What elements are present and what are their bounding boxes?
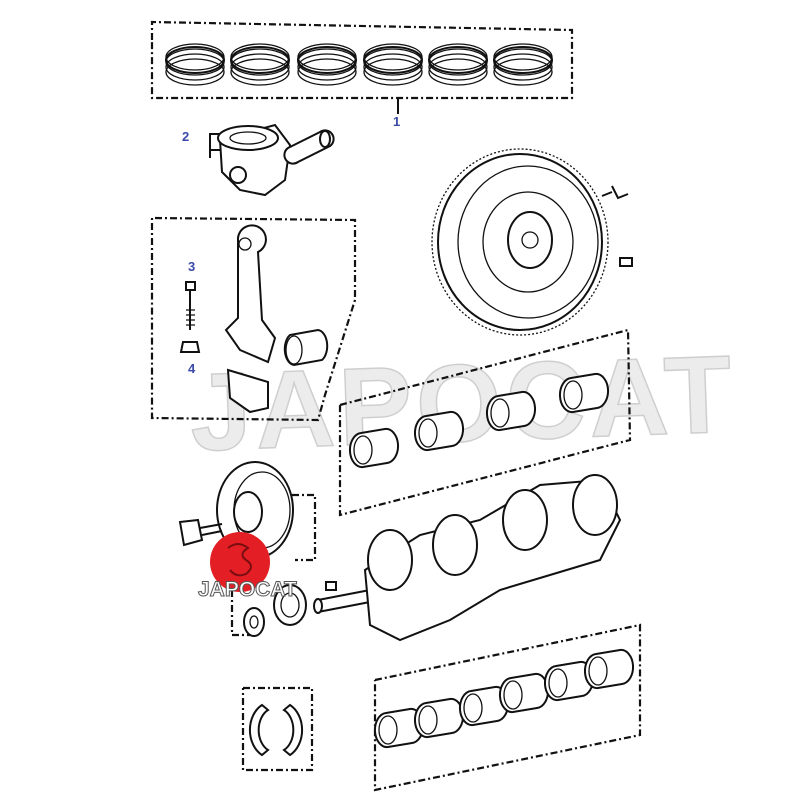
piston-ring bbox=[493, 43, 553, 86]
bearing-shell bbox=[459, 685, 509, 727]
main-bearings-lower[interactable] bbox=[373, 623, 642, 792]
bearing-shell bbox=[584, 648, 634, 690]
bearing-shell bbox=[559, 372, 609, 414]
piston-ring bbox=[230, 43, 290, 86]
callout-3[interactable]: 3 bbox=[188, 259, 196, 274]
callout-4[interactable]: 4 bbox=[188, 361, 196, 376]
thrust-washers[interactable] bbox=[241, 686, 314, 772]
piston[interactable] bbox=[209, 123, 335, 197]
bearing-shell bbox=[414, 697, 464, 739]
piston-rings-group[interactable] bbox=[150, 20, 574, 114]
bearing-shell bbox=[499, 672, 549, 714]
bearing-shell bbox=[349, 427, 399, 469]
bearing-shell bbox=[486, 390, 536, 432]
piston-ring bbox=[428, 43, 488, 86]
japocat-logo bbox=[210, 532, 270, 592]
piston-ring bbox=[297, 43, 357, 86]
callout-2[interactable]: 2 bbox=[182, 129, 190, 144]
pulley-bolt[interactable] bbox=[178, 518, 223, 547]
connecting-rod-group[interactable] bbox=[150, 216, 357, 422]
flywheel[interactable] bbox=[431, 148, 633, 336]
callout-1[interactable]: 1 bbox=[393, 114, 401, 129]
logo-text: JAPOCAT bbox=[198, 578, 298, 602]
piston-ring bbox=[165, 43, 225, 86]
crankshaft[interactable] bbox=[313, 474, 622, 642]
piston-ring bbox=[363, 43, 423, 86]
main-bearings-upper[interactable] bbox=[338, 328, 632, 517]
bearing-shell bbox=[414, 410, 464, 452]
